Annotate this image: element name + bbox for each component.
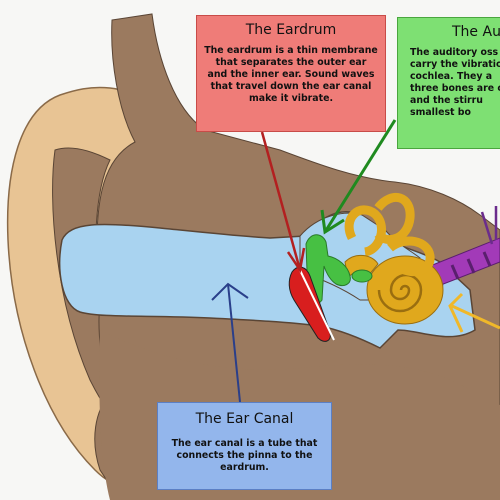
canal-arrow (211, 282, 249, 403)
ear-canal-label-box: The Ear Canal The ear canal is a tube th… (157, 402, 332, 490)
stirrup-footplate (351, 269, 373, 283)
ear-canal-description: The ear canal is a tube that connects th… (171, 438, 318, 473)
eardrum-title: The Eardrum (245, 22, 337, 38)
cochlea-arrow (448, 292, 500, 333)
eardrum-description: The eardrum is a thin membrane that sepa… (204, 45, 378, 104)
auditory-ossicles-description: The auditory oss carry the vibratio coch… (410, 47, 500, 118)
eardrum-edge (295, 261, 335, 341)
ossicles-arrow (320, 119, 397, 235)
eardrum-membrane (288, 266, 331, 342)
hammer-anvil (305, 234, 351, 305)
eardrum-arrow (260, 131, 306, 274)
nerve-arrow (480, 206, 498, 245)
auditory-ossicles-label-box: The Au The auditory oss carry the vibrat… (397, 17, 500, 149)
auditory-ossicles-title: The Au (452, 24, 500, 40)
eardrum-label-box: The Eardrum The eardrum is a thin membra… (196, 15, 386, 132)
semicircular-canals (344, 193, 435, 276)
ear-canal-title: The Ear Canal (195, 411, 294, 427)
